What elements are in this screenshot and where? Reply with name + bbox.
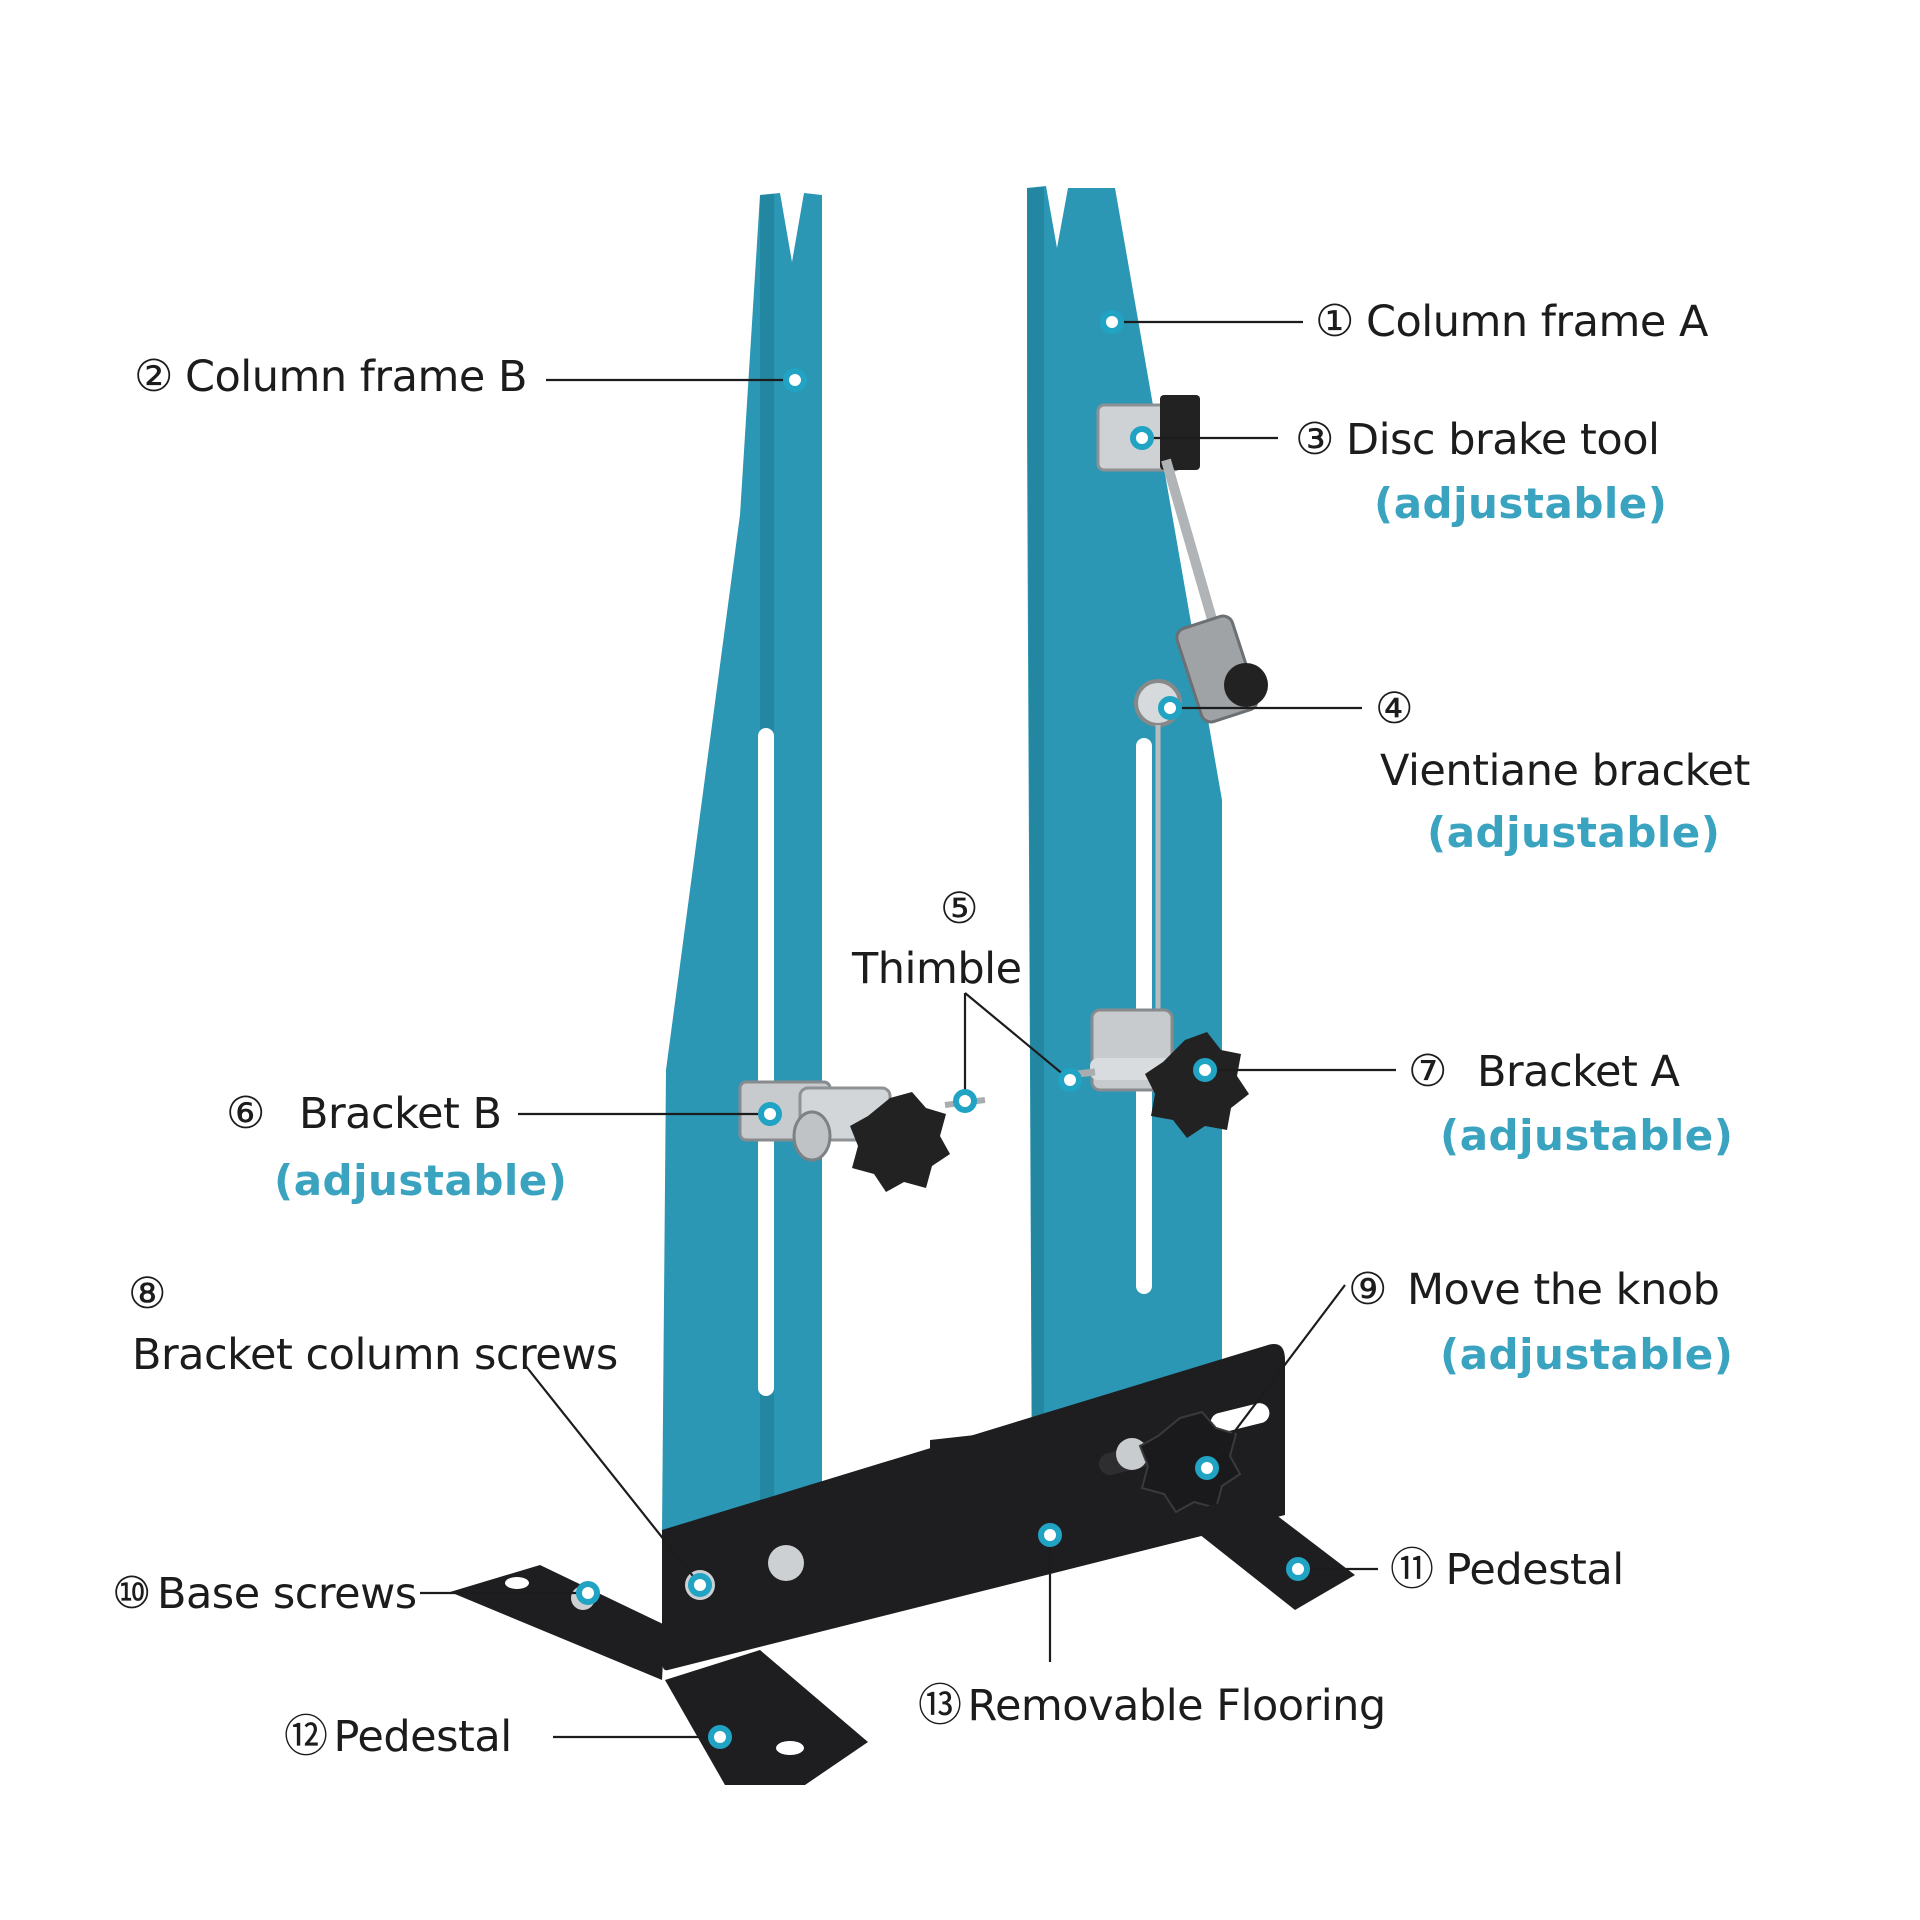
leader-thimble-a <box>964 992 1071 1081</box>
callout-number: ⑫ <box>284 1711 328 1762</box>
disc-brake-tool-shape <box>1096 395 1268 724</box>
callout-vientiane-bracket-number: ④ <box>1375 684 1414 734</box>
callout-vientiane-bracket: Vientiane bracket <box>1380 746 1750 796</box>
callout-number: ⑨ <box>1348 1264 1387 1315</box>
callout-marker-dot <box>576 1581 600 1605</box>
column-frame-b-shape <box>662 193 822 1530</box>
callout-thimble: Thimble <box>852 944 1022 994</box>
column-b-slot <box>758 728 774 1396</box>
callout-label: Column frame A <box>1365 297 1708 347</box>
leader-bracket-column-screws <box>524 1364 701 1586</box>
column-frame-a-shape <box>1027 186 1222 1500</box>
callout-bracket-b-note: (adjustable) <box>274 1156 568 1205</box>
callout-number: ③ <box>1295 414 1334 465</box>
callout-number: ⑦ <box>1408 1046 1447 1097</box>
leader-move-the-knob <box>1206 1284 1346 1469</box>
callout-bracket-column-screws-number: ⑧ <box>128 1269 167 1319</box>
callout-number: ① <box>1315 296 1354 347</box>
callout-label: Pedestal <box>333 1712 513 1762</box>
callout-label: Bracket B <box>298 1089 502 1139</box>
callout-marker-dot <box>1100 310 1124 334</box>
callout-label: Bracket A <box>1476 1047 1680 1097</box>
callout-bracket-b: ⑥ Bracket B <box>226 1088 502 1139</box>
callout-label: Column frame B <box>184 352 528 402</box>
callout-number: ② <box>134 351 173 402</box>
callout-disc-brake-tool-note: (adjustable) <box>1374 479 1668 528</box>
callout-marker-dot <box>1130 426 1154 450</box>
callout-label: Pedestal <box>1445 1545 1625 1595</box>
callout-number: ⑬ <box>918 1680 962 1731</box>
base-rail-shape <box>662 1344 1285 1671</box>
callout-number: ⑥ <box>226 1088 265 1139</box>
callout-number: ⑪ <box>1390 1544 1434 1595</box>
callout-marker-dot <box>1038 1523 1062 1547</box>
callout-bracket-column-screws: Bracket column screws <box>132 1330 618 1380</box>
callout-bracket-a-note: (adjustable) <box>1440 1111 1734 1160</box>
callout-marker-dot <box>708 1725 732 1749</box>
callout-marker-dot <box>1193 1058 1217 1082</box>
callout-marker-dot <box>1158 696 1182 720</box>
bracket-b-shape <box>738 1080 986 1192</box>
callout-marker-dot <box>953 1089 977 1113</box>
callout-marker-dot <box>783 368 807 392</box>
callout-marker-dot <box>1058 1068 1082 1092</box>
callout-number: ⑩ <box>112 1568 151 1619</box>
callout-markers <box>576 310 1310 1749</box>
callout-vientiane-bracket-note: (adjustable) <box>1427 808 1721 857</box>
callout-marker-dot <box>758 1102 782 1126</box>
callout-bracket-a: ⑦ Bracket A <box>1408 1046 1680 1097</box>
callout-label: Disc brake tool <box>1345 415 1660 465</box>
callout-marker-dot <box>1195 1456 1219 1480</box>
callout-move-the-knob: ⑨ Move the knob <box>1348 1264 1720 1315</box>
leader-lines <box>420 320 1396 1739</box>
callout-marker-dot <box>1286 1557 1310 1581</box>
callout-label: Move the knob <box>1406 1265 1720 1315</box>
callout-label: Removable Flooring <box>967 1681 1387 1731</box>
callout-marker-dot <box>688 1573 712 1597</box>
callout-label: Base screws <box>156 1569 417 1619</box>
callout-move-the-knob-note: (adjustable) <box>1440 1330 1734 1379</box>
callout-thimble-number: ⑤ <box>940 884 979 934</box>
